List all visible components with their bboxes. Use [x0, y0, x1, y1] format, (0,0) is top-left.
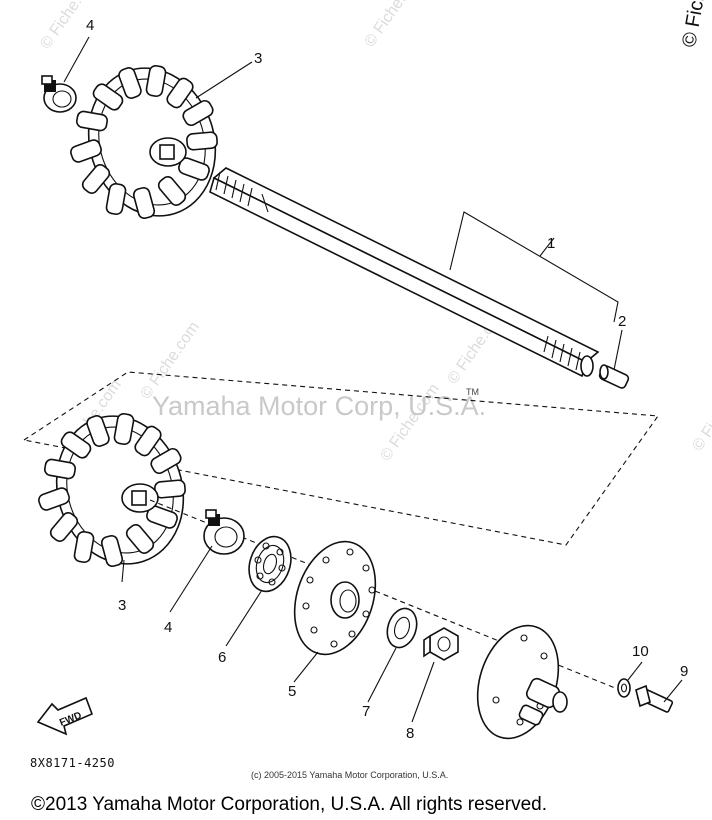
clamp-bottom — [203, 509, 245, 555]
nut — [423, 627, 459, 661]
sprocket-top — [70, 64, 218, 220]
flange-plate — [293, 540, 377, 656]
assembly-outline — [23, 371, 660, 546]
site-watermark: © Fiche.com — [361, 0, 427, 50]
diagram-part-code: 8X8171-4250 — [30, 756, 115, 770]
drive-shaft — [209, 167, 600, 378]
hub-disc — [476, 624, 568, 740]
callout-8: 8 — [406, 725, 414, 742]
brand-watermark: Yamaha Motor Corp, U.S.A. — [152, 391, 486, 421]
trademark-mark: TM — [466, 387, 479, 397]
callout-2: 2 — [618, 313, 626, 330]
callout-9: 9 — [680, 663, 688, 680]
shaft-bolt — [598, 364, 630, 389]
site-watermark: © Fiche.com — [689, 371, 712, 455]
bearing — [248, 535, 292, 593]
site-watermark: © Fiche.com — [137, 319, 203, 403]
callout-3-top: 3 — [254, 50, 262, 67]
copyright-main: ©2013 Yamaha Motor Corporation, U.S.A. A… — [31, 794, 547, 815]
callout-4-bottom: 4 — [164, 619, 172, 636]
copyright-small: (c) 2005-2015 Yamaha Motor Corporation, … — [251, 770, 448, 780]
callout-5: 5 — [288, 683, 296, 700]
lock-washer — [617, 678, 631, 698]
callout-3-bottom: 3 — [118, 597, 126, 614]
callout-4-top: 4 — [86, 17, 94, 34]
callout-7: 7 — [362, 703, 370, 720]
callout-10: 10 — [632, 643, 649, 660]
sprocket-bottom — [38, 412, 186, 568]
fwd-arrow-icon: FWD — [36, 696, 94, 736]
callout-1: 1 — [547, 235, 555, 252]
site-watermark-corner: © Fiche.com — [678, 0, 712, 49]
washer — [386, 607, 418, 649]
leader-lines — [63, 36, 683, 723]
callout-6: 6 — [218, 649, 226, 666]
clamp-top — [41, 75, 77, 113]
bolt — [635, 684, 674, 713]
